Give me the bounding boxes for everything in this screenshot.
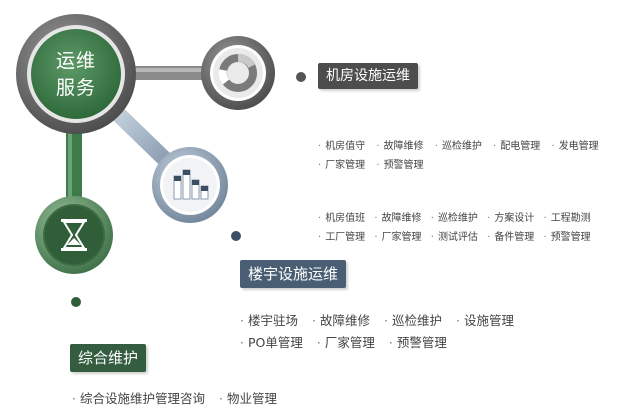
- list-item: 机房值守: [318, 137, 365, 156]
- list-item: 厂家管理: [318, 156, 365, 175]
- section-title-comprehensive: 综合维护: [70, 344, 147, 372]
- section-dot-2: [231, 231, 241, 241]
- section-dot-3: [71, 297, 81, 307]
- list-item: 测试评估: [431, 228, 478, 247]
- list-item: 故障维修: [376, 137, 424, 156]
- list-item: 巡检维护: [384, 310, 442, 332]
- list-item: 物业管理: [219, 389, 277, 409]
- list-item: 设施管理: [456, 310, 514, 332]
- list-item: 巡检维护: [431, 209, 478, 228]
- center-label: 运维 服务: [42, 48, 110, 102]
- list-item: 工厂管理: [318, 228, 365, 247]
- hourglass-icon: [61, 219, 87, 251]
- list-item: 预警管理: [544, 228, 591, 247]
- list-item: 故障维修: [312, 310, 370, 332]
- list-item: 厂家管理: [317, 332, 375, 354]
- node-middle: [152, 147, 228, 223]
- node-bottom: [35, 196, 113, 274]
- list-item: PO单管理: [240, 332, 303, 354]
- section-title-datacenter: 机房设施运维: [318, 63, 418, 89]
- list-item: 发电管理: [552, 137, 599, 156]
- center-label-line1: 运维: [55, 50, 96, 72]
- section-title-building: 楼宇设施运维: [240, 260, 347, 288]
- list-item: 预警管理: [389, 332, 447, 354]
- list-item: 方案设计: [487, 209, 534, 228]
- bar-chart-icon: [173, 169, 209, 200]
- list-item: 工程勘测: [544, 209, 591, 228]
- list-item: 机房值班: [318, 209, 365, 228]
- donut-chart-icon: [218, 54, 257, 92]
- section-dot-1: [296, 72, 306, 82]
- comprehensive-items: 综合设施维护管理咨询 物业管理: [72, 389, 372, 409]
- list-item: 楼宇驻场: [240, 310, 298, 332]
- list-item: 故障维修: [374, 209, 422, 228]
- list-item: 厂家管理: [374, 228, 422, 247]
- center-hub: [16, 14, 136, 134]
- datacenter-items-group-2: 机房值班 故障维修 巡检维护 方案设计 工程勘测 工厂管理 厂家管理 测试评估 …: [318, 209, 618, 247]
- center-label-line2: 服务: [55, 77, 96, 99]
- building-items: 楼宇驻场 故障维修 巡检维护 设施管理 PO单管理 厂家管理 预警管理: [240, 310, 560, 354]
- list-item: 综合设施维护管理咨询: [72, 389, 205, 409]
- list-item: 预警管理: [376, 156, 424, 175]
- list-item: 备件管理: [487, 228, 534, 247]
- list-item: 巡检维护: [435, 137, 482, 156]
- node-top: [201, 36, 275, 110]
- datacenter-items-group-1: 机房值守 故障维修 巡检维护 配电管理 发电管理 厂家管理 预警管理: [318, 137, 618, 175]
- list-item: 配电管理: [493, 137, 540, 156]
